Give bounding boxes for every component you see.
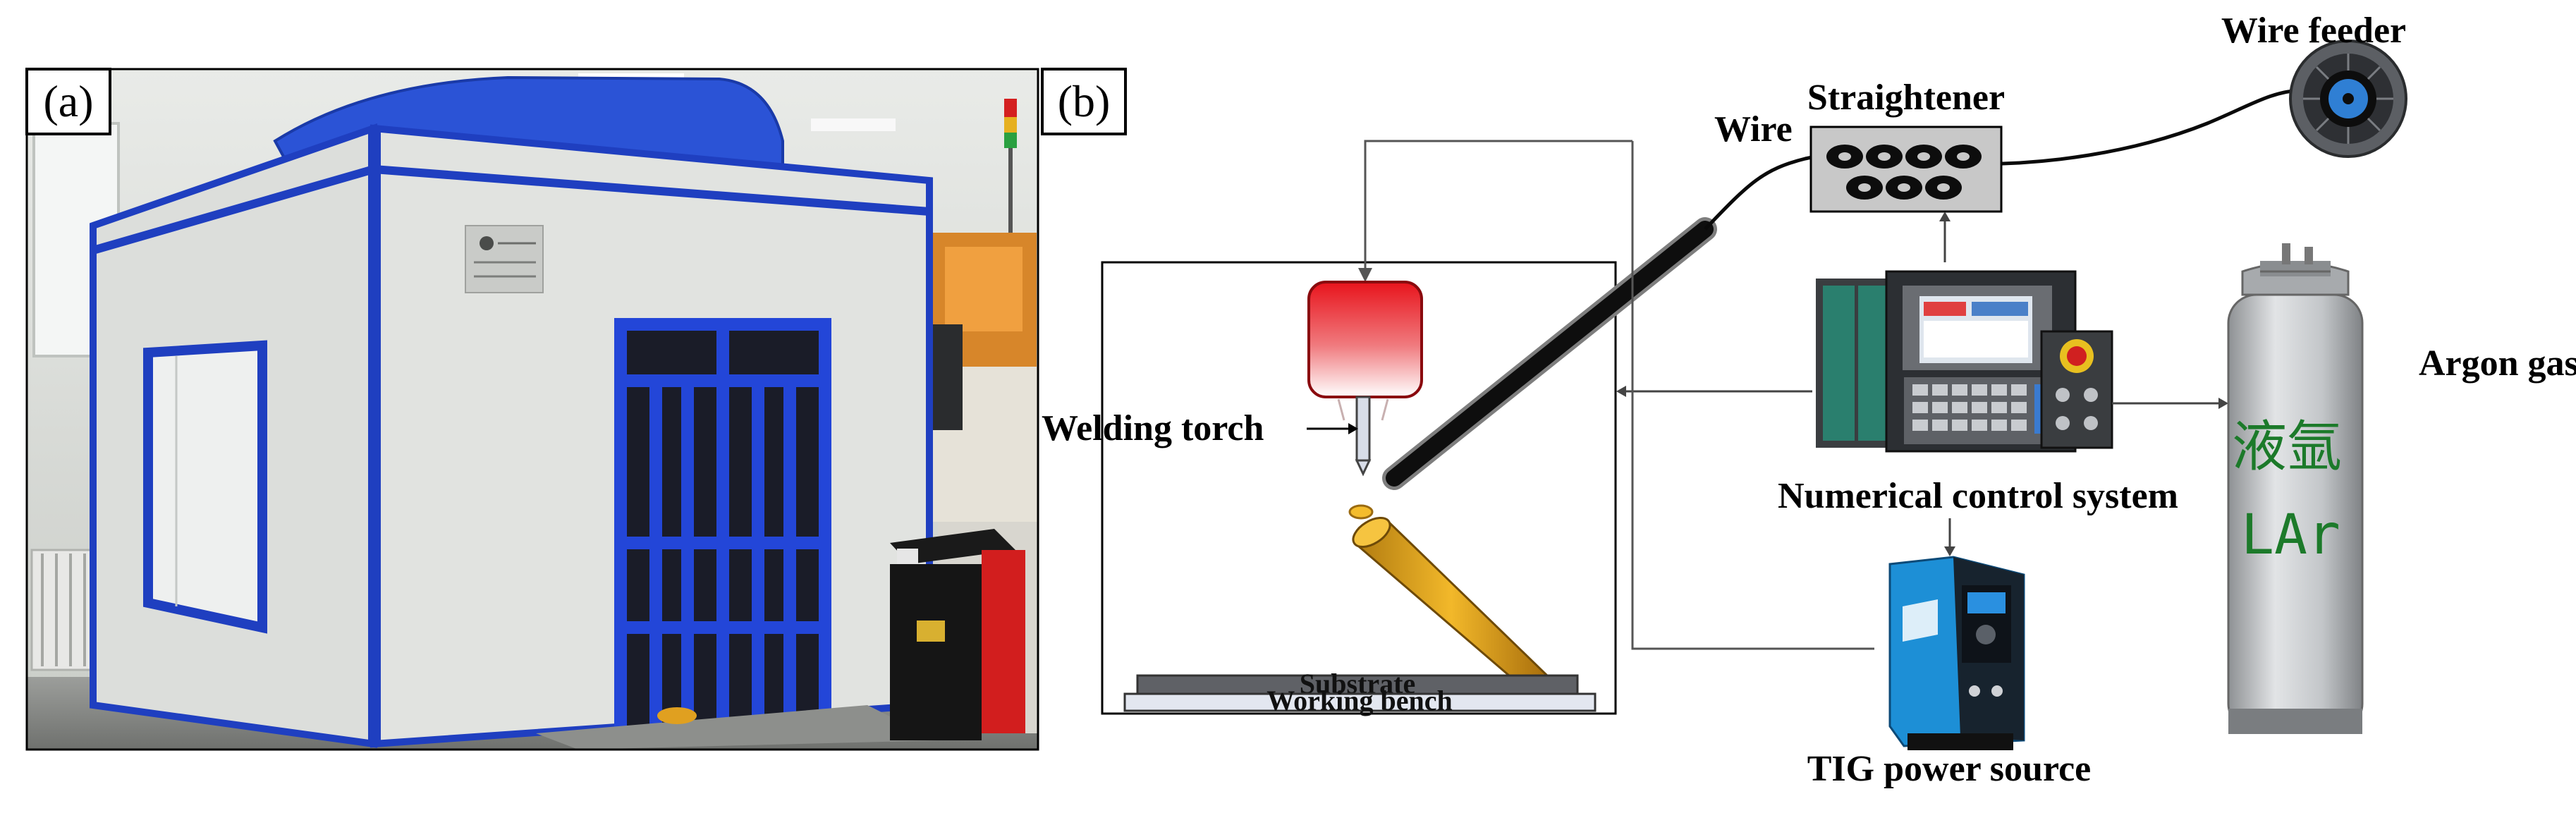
argon-gas-label: Argon gas [2419,343,2576,384]
molten-droplet [1348,504,1374,520]
panel-b-label: (b) [1058,76,1111,126]
panel-b-label-box [1041,68,1127,135]
numerical-control-system-label: Numerical control system [1778,476,2178,516]
straightener-label: Straightener [1807,78,2005,118]
tig-to-chamber-line [1631,141,1874,650]
straightener-rollers [1826,145,1982,200]
working-bench [1123,692,1597,712]
welding-torch-body [1307,281,1423,398]
floor-plate [536,705,938,750]
cylinder-text-lar: LAr [2241,503,2340,567]
control-cabinet [890,529,1025,740]
torch-feed-line [1364,140,1632,279]
wire-label: Wire [1714,109,1793,149]
panel-b: (b) Welding torch Substrate Working benc… [1041,11,2576,789]
wire-feeder-label: Wire feeder [2221,11,2406,51]
tig-power-source [1888,556,2025,750]
argon-cylinder [2227,243,2364,734]
enclosure-window [143,340,267,634]
panel-a-frame [25,68,1039,751]
wire-feeder-spool [2289,39,2407,158]
door-grid [614,318,831,740]
panel-a: (a) [25,68,1039,751]
tig-power-source-label: TIG power source [1807,749,2092,789]
cylinder-text-cn: 液氩 [2232,415,2342,479]
working-bench-label: Working bench [1266,685,1452,716]
nameplate [465,225,544,293]
radiator [30,549,97,671]
signal-tower [1004,99,1017,233]
corner-post [368,128,381,745]
numerical-control-system [1816,270,2113,453]
wire-guide-tube [1386,221,1714,487]
welding-chamber [1101,261,1617,715]
ceiling-light [811,118,896,131]
tungsten-electrode [1355,396,1371,462]
panel-a-label: (a) [43,76,93,126]
welding-torch-label: Welding torch [1042,408,1264,448]
panel-a-label-box [25,68,111,135]
